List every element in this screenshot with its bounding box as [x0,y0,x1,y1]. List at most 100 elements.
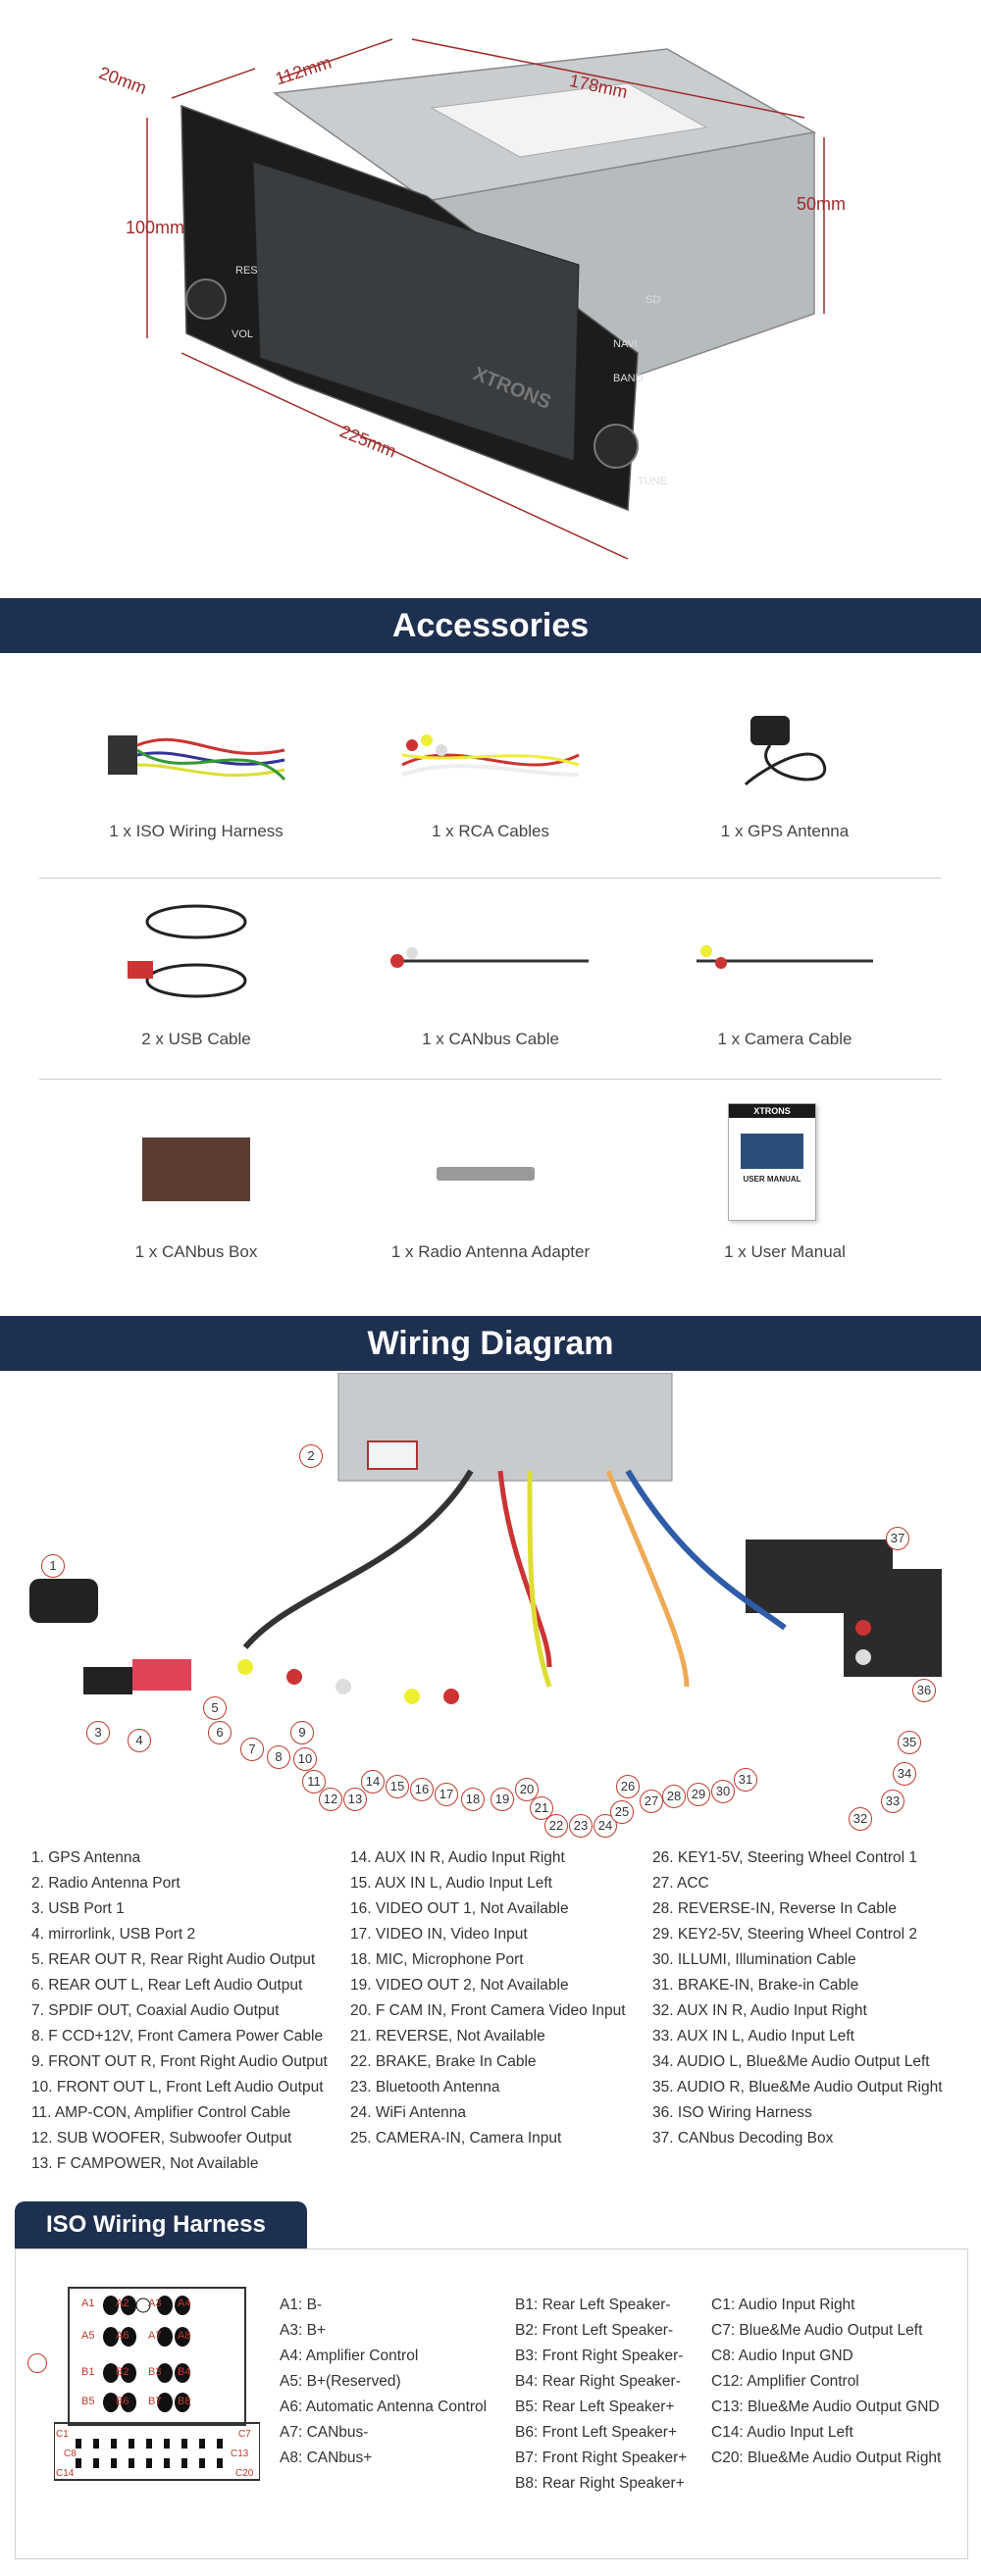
accessory-canbus-box: 1 x CANbus Box [49,1103,343,1261]
callout-9: 9 [290,1721,314,1744]
callout-7: 7 [240,1738,264,1761]
pin-label-b2: B2 [116,2366,129,2378]
legend-item: 30. ILLUMI, Illumination Cable [652,1951,856,1968]
callout-28: 28 [662,1785,686,1808]
iso-pin-desc: A8: CANbus+ [280,2450,373,2466]
iso-pin-desc: B5: Rear Left Speaker+ [515,2399,675,2415]
callout-23: 23 [569,1814,593,1838]
iso-pin-desc: A6: Automatic Antenna Control [280,2399,488,2415]
pin-label-c8: C8 [64,2449,77,2459]
callout-1: 1 [41,1554,65,1578]
accessory-gps-antenna: 1 x GPS Antenna [638,706,932,843]
pin-label-b6: B6 [116,2396,129,2407]
iso-harness-panel [15,2248,968,2559]
accessory-iso-wiring-harness: 1 x ISO Wiring Harness [49,706,343,843]
pin-label-a3: A3 [148,2298,162,2309]
legend-item: 4. mirrorlink, USB Port 2 [31,1926,196,1943]
accessories-banner: Accessories [0,598,981,653]
rca-cables-icon [401,734,580,777]
iso-pin-desc: A7: CANbus- [280,2424,369,2441]
canbus-cable-icon [390,947,589,968]
callout-18: 18 [461,1788,485,1811]
accessory-label: 1 x Camera Cable [717,1030,852,1048]
iso-harness-tab: ISO Wiring Harness [15,2201,307,2248]
legend-item: 22. BRAKE, Brake In Cable [350,2053,537,2070]
callout-30: 30 [711,1780,735,1803]
legend-item: 14. AUX IN R, Audio Input Right [350,1849,565,1866]
manual-brand-label: XTRONS [729,1104,815,1118]
legend-item: 20. F CAM IN, Front Camera Video Input [350,2002,626,2019]
accessory-label: 2 x USB Cable [141,1030,251,1048]
legend-item: 2. Radio Antenna Port [31,1875,181,1892]
iso-pin-desc: C13: Blue&Me Audio Output GND [711,2399,940,2415]
iso-pin-desc: B3: Front Right Speaker- [515,2348,684,2364]
legend-item: 36. ISO Wiring Harness [652,2104,812,2121]
legend-item: 25. CAMERA-IN, Camera Input [350,2130,562,2147]
pin-label-a4: A4 [178,2298,191,2309]
iso-connector-outline [53,2287,261,2481]
legend-item: 24. WiFi Antenna [350,2104,467,2121]
legend-item: 10. FRONT OUT L, Front Left Audio Output [31,2079,324,2096]
legend-item: 37. CANbus Decoding Box [652,2130,834,2147]
button-label-navi: NAVI [613,338,638,350]
pin-label-c20: C20 [235,2468,254,2479]
callout-12: 12 [319,1788,342,1811]
dimension-height-right: 50mm [797,194,847,214]
wiring-harness-icon [108,735,286,781]
legend-item: 16. VIDEO OUT 1, Not Available [350,1900,569,1917]
wiring-diagram-banner: Wiring Diagram [0,1316,981,1371]
pin-label-b5: B5 [81,2396,95,2407]
pin-label-b4: B4 [178,2366,191,2378]
button-label-sd: SD [645,294,661,306]
iso-pin-desc: A4: Amplifier Control [280,2348,419,2364]
pin-label-b3: B3 [148,2366,162,2378]
pin-label-a2: A2 [116,2298,129,2309]
legend-item: 29. KEY2-5V, Steering Wheel Control 2 [652,1926,917,1943]
legend-item: 6. REAR OUT L, Rear Left Audio Output [31,1977,303,1994]
legend-item: 19. VIDEO OUT 2, Not Available [350,1977,569,1994]
accessory-usb-cable: 2 x USB Cable [49,902,343,1049]
legend-item: 32. AUX IN R, Audio Input Right [652,2002,867,2019]
wiring-illustration [29,1372,942,1704]
callout-11: 11 [302,1770,326,1793]
pin-label-a7: A7 [148,2330,162,2342]
pin-label-c1: C1 [56,2429,69,2440]
pin-label-b8: B8 [178,2396,191,2407]
callout-10: 10 [293,1747,317,1771]
callout-20: 20 [515,1778,539,1801]
pin-label-c14: C14 [56,2468,75,2479]
iso-col-a: A1: B- A3: B+ A4: Amplifier Control A5: … [280,2293,487,2471]
iso-pin-desc: B1: Rear Left Speaker- [515,2297,671,2313]
pin-label-a8: A8 [178,2330,191,2342]
product-dimension-figure: 20mm 112mm 178mm 100mm 50mm 225mm XTRONS… [0,0,981,588]
legend-item: 33. AUX IN L, Audio Input Left [652,2028,854,2045]
legend-item: 1. GPS Antenna [31,1849,141,1866]
callout-19: 19 [490,1788,514,1811]
user-manual-cover: XTRONS USER MANUAL [728,1103,816,1221]
callout-22: 22 [544,1814,568,1838]
iso-pin-desc: A1: B- [280,2297,323,2313]
callout-31: 31 [734,1768,757,1792]
callout-2: 2 [299,1444,323,1468]
manual-screen [741,1134,803,1169]
legend-item: 11. AMP-CON, Amplifier Control Cable [31,2104,291,2121]
accessory-user-manual: XTRONS USER MANUAL 1 x User Manual [638,1103,932,1261]
pin-label-b7: B7 [148,2396,162,2407]
callout-8: 8 [267,1745,290,1769]
iso-radio-indicator [27,2353,47,2373]
accessories-divider [39,878,942,879]
callout-37: 37 [886,1527,909,1550]
wiring-legend-col2: 14. AUX IN R, Audio Input Right 15. AUX … [350,1845,626,2151]
legend-item: 27. ACC [652,1875,709,1892]
legend-item: 35. AUDIO R, Blue&Me Audio Output Right [652,2079,943,2096]
callout-36: 36 [912,1679,936,1702]
accessory-rca-cables: 1 x RCA Cables [343,706,638,843]
iso-pin-desc: B4: Rear Right Speaker- [515,2373,681,2390]
head-unit-illustration [146,38,825,560]
accessory-canbus-cable: 1 x CANbus Cable [343,902,638,1049]
callout-27: 27 [640,1790,663,1813]
accessory-label: 1 x User Manual [724,1242,846,1261]
iso-pin-desc: C20: Blue&Me Audio Output Right [711,2450,942,2466]
iso-pin-desc: C8: Audio Input GND [711,2348,853,2364]
legend-item: 9. FRONT OUT R, Front Right Audio Output [31,2053,328,2070]
